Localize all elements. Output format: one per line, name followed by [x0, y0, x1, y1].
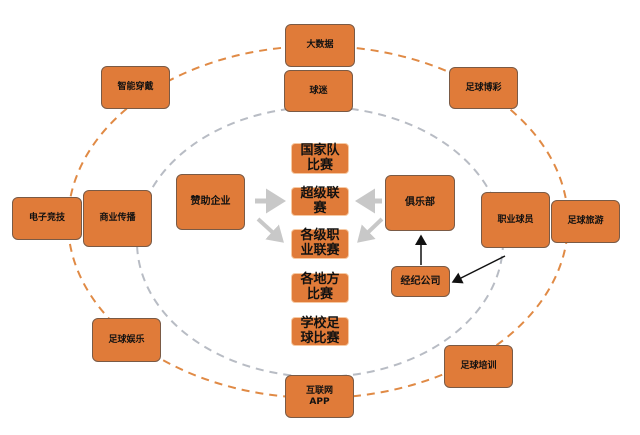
node-agencies: 经纪公司	[391, 266, 450, 297]
arrow-sponsors-to-pro-leagues	[256, 217, 284, 243]
node-pro-players: 职业球员	[481, 192, 550, 248]
node-football-entertainment: 足球娱乐	[92, 318, 161, 362]
node-local-matches: 各地方比赛	[291, 272, 349, 303]
node-big-data: 大数据	[285, 24, 355, 67]
arrow-players-to-agencies	[451, 255, 506, 284]
node-clubs: 俱乐部	[385, 175, 455, 231]
node-commercial-media: 商业传播	[83, 190, 152, 247]
node-football-betting: 足球博彩	[449, 67, 518, 109]
node-sponsors: 赞助企业	[176, 174, 245, 230]
node-football-tourism: 足球旅游	[551, 200, 620, 243]
node-fans: 球迷	[284, 70, 353, 112]
node-football-training: 足球培训	[444, 345, 513, 388]
node-super-league: 超级联赛	[291, 186, 349, 216]
node-esports: 电子竞技	[12, 197, 82, 240]
node-internet-app: 互联网APP	[285, 375, 354, 418]
node-smart-wearables: 智能穿戴	[101, 66, 170, 109]
arrow-clubs-to-pro-leagues	[357, 217, 384, 243]
node-national-team-matches: 国家队比赛	[291, 143, 349, 174]
node-pro-leagues: 各级职业联赛	[291, 228, 349, 259]
node-school-matches: 学校足球比赛	[291, 316, 349, 346]
